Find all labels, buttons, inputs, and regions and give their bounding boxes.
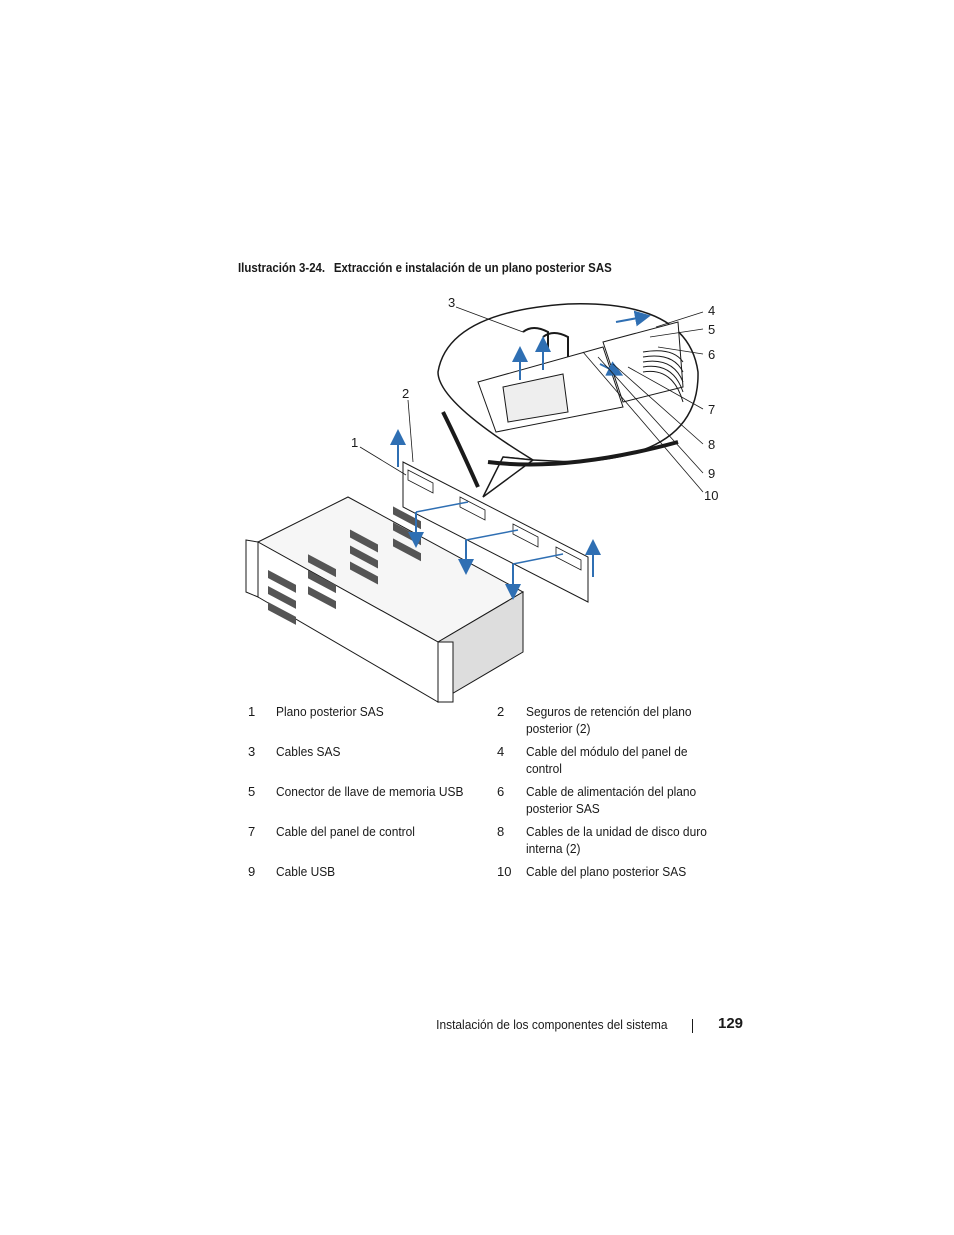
sas-backplane	[390, 429, 601, 603]
legend-text: Conector de llave de memoria USB	[276, 784, 464, 799]
legend-row: 7 Cable del panel de control 8 Cables de…	[238, 823, 738, 857]
callout-4: 4	[708, 303, 715, 318]
legend-text: Cable USB	[276, 864, 336, 879]
legend-text: Cables de la unidad de disco duro intern…	[526, 824, 707, 856]
figure-title: Extracción e instalación de un plano pos…	[333, 260, 612, 275]
detail-bubble	[437, 303, 699, 498]
legend-number: 10	[497, 864, 512, 879]
legend-text: Cable de alimentación del plano posterio…	[526, 784, 697, 816]
server-chassis	[245, 496, 525, 703]
callout-7: 7	[708, 402, 715, 417]
callout-3: 3	[448, 295, 455, 310]
legend-row: 1 Plano posterior SAS 2 Seguros de reten…	[238, 703, 738, 737]
callout-labels: 1 2 3 4 5 6 7 8 9 10	[351, 295, 718, 503]
leader-lines	[359, 306, 704, 493]
legend-number: 4	[497, 744, 505, 759]
page-footer: Instalación de los componentes del siste…	[0, 1014, 954, 1038]
figure-number: Ilustración 3-24.	[238, 260, 326, 275]
legend-number: 8	[497, 824, 505, 839]
figure-caption: Ilustración 3-24. Extracción e instalació…	[238, 260, 612, 275]
legend-number: 6	[497, 784, 505, 799]
legend-row: 9 Cable USB 10 Cable del plano posterior…	[238, 863, 738, 880]
legend-text: Cable del panel de control	[276, 824, 415, 839]
legend-text: Cable del módulo del panel de control	[526, 744, 688, 776]
legend-row: 5 Conector de llave de memoria USB 6 Cab…	[238, 783, 738, 817]
callout-10: 10	[704, 488, 718, 503]
backplane-illustration: 1 2 3 4 5 6 7 8 9 10	[238, 292, 738, 712]
legend-number: 2	[497, 704, 505, 719]
callout-8: 8	[708, 437, 715, 452]
callout-2: 2	[402, 386, 409, 401]
callout-1: 1	[351, 435, 358, 450]
callout-6: 6	[708, 347, 715, 362]
footer-section-title: Instalación de los componentes del siste…	[435, 1017, 667, 1032]
legend-table: 1 Plano posterior SAS 2 Seguros de reten…	[238, 703, 738, 886]
footer-divider	[692, 1019, 693, 1033]
callout-9: 9	[708, 466, 715, 481]
legend-text: Cables SAS	[276, 744, 341, 759]
legend-text: Cable del plano posterior SAS	[526, 864, 687, 879]
legend-row: 3 Cables SAS 4 Cable del módulo del pane…	[238, 743, 738, 777]
legend-number: 1	[248, 704, 256, 719]
page-number: 129	[718, 1015, 744, 1032]
legend-number: 9	[248, 864, 256, 879]
legend-number: 5	[248, 784, 256, 799]
legend-number: 3	[248, 744, 256, 759]
legend-number: 7	[248, 824, 256, 839]
callout-5: 5	[708, 322, 715, 337]
legend-text: Plano posterior SAS	[276, 704, 384, 719]
legend-text: Seguros de retención del plano posterior…	[526, 704, 692, 736]
